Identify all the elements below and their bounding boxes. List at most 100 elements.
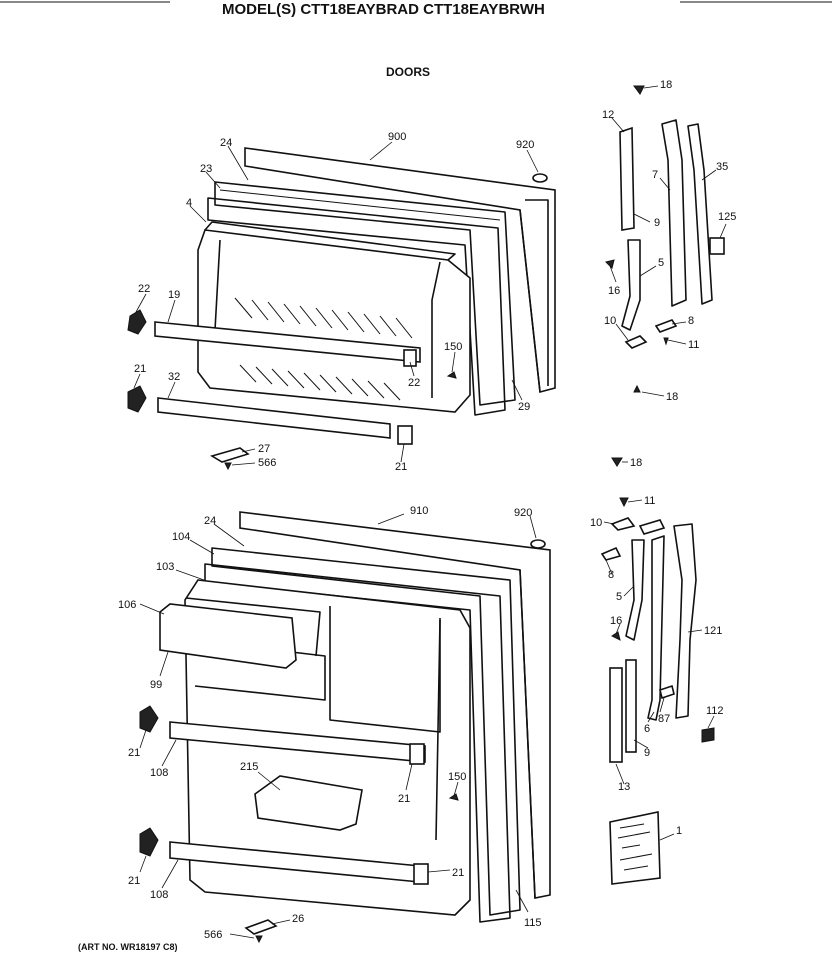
label-8-lower: 8 [608,569,614,581]
fresh-food-plug-920 [530,539,546,549]
label-112: 112 [706,705,724,717]
label-900: 900 [388,131,406,143]
label-11-upper: 11 [688,339,699,351]
freezer-inner-liner [197,229,471,413]
leader-lines [133,85,727,939]
hinge-10-upper [624,335,648,349]
hinge-cap-26 [244,919,278,935]
label-24-upper: 24 [220,137,232,149]
label-920-upper: 920 [516,139,534,151]
model-title: MODEL(S) CTT18EAYBRAD CTT18EAYBRWH [222,1,545,18]
handle-6 [647,535,665,721]
shelf-bracket-22-right [403,349,417,367]
label-5-lower: 5 [616,591,622,603]
label-12: 12 [602,109,614,121]
hinge-10-lower [610,517,636,531]
shelf-bracket-21-lower-right-b [413,863,429,885]
label-566-upper: 566 [258,457,276,469]
freezer-handle-hardware [605,85,725,393]
label-11-lower: 11 [644,495,655,507]
plug-150-lower [448,793,459,801]
label-23: 23 [200,163,212,175]
label-125: 125 [718,211,736,223]
fresh-food-door-edge [519,569,536,899]
label-21-lower-left-b: 21 [128,875,140,887]
liner-right-wall [435,619,441,841]
dairy-compartment [185,597,321,657]
label-16-upper: 16 [608,285,620,297]
label-7: 7 [652,169,658,181]
label-10-upper: 10 [604,315,616,327]
hinge-plate-lower [638,519,666,535]
label-99: 99 [150,679,162,691]
label-5-upper: 5 [658,257,664,269]
door-bin-215 [254,775,363,831]
shelf-bracket-21-lower-left-b [139,827,159,857]
label-103: 103 [156,561,174,573]
label-150-lower: 150 [448,771,466,783]
label-9-upper: 9 [654,217,660,229]
label-4: 4 [186,197,192,209]
screw-16-lower [611,631,621,641]
label-21-upper-left: 21 [134,363,146,375]
label-21-lower-left-a: 21 [128,747,140,759]
shelf-bracket-22-left [127,309,147,335]
liner-recess [329,606,441,733]
label-9-lower: 9 [644,747,650,759]
label-121: 121 [704,625,722,637]
trim-strip-12 [619,126,635,231]
label-22-upper-right: 22 [408,377,420,389]
handle-trim-35 [687,123,713,305]
owner-manual-1 [609,811,661,885]
handle-7 [661,119,687,307]
label-18-lower: 18 [630,457,642,469]
label-910: 910 [410,505,428,517]
trim-strip-9-lower [625,659,637,753]
label-29: 29 [518,401,530,413]
freezer-plug-920 [532,173,548,183]
trim-strip-13 [609,667,623,763]
shelf-bracket-21-lower-left-a [139,705,159,733]
art-number: (ART NO. WR18197 C8) [78,942,178,952]
freezer-liner-left-wall [214,239,221,331]
label-24-lower: 24 [204,515,216,527]
bracket-8-lower [600,546,622,561]
freezer-gasket-inner [207,197,506,416]
freezer-door-edge [519,209,541,393]
freezer-gasket-line [219,189,501,221]
label-920-lower: 920 [514,507,532,519]
screw-18-mid [633,384,641,393]
shelf-bracket-21-right [397,425,413,445]
screw-566-upper [224,462,232,471]
screw-11-upper [663,337,669,346]
lower-part-labels: 18 11 910 920 24 104 103 106 99 10 8 5 1… [118,457,724,941]
freezer-shelf-bar-19 [154,321,421,363]
label-106: 106 [118,599,136,611]
dairy-door-106 [159,603,297,669]
label-35: 35 [716,161,728,173]
freezer-door-side [525,199,549,386]
fresh-food-door-assembly [139,511,551,944]
fresh-food-handle-hardware [600,457,715,885]
label-87: 87 [658,713,670,725]
label-566-lower: 566 [204,929,222,941]
bracket-8-upper [654,319,678,333]
manual-text-lines [617,823,653,871]
label-19: 19 [168,289,180,301]
freezer-shelf-ribs [234,297,413,401]
bracket-87 [659,684,675,700]
cap-125 [709,237,725,255]
freezer-door-assembly [127,147,556,471]
cap-112 [701,727,715,743]
screw-18-top [633,85,645,95]
freezer-liner-right-wall [431,261,441,398]
screw-11-lower [619,497,629,508]
hinge-cap-27 [210,447,250,463]
freezer-gasket-outer [214,181,516,406]
plug-150-upper [446,371,457,379]
label-27: 27 [258,443,270,455]
screw-566-lower [255,935,263,944]
label-18-top: 18 [660,79,672,91]
